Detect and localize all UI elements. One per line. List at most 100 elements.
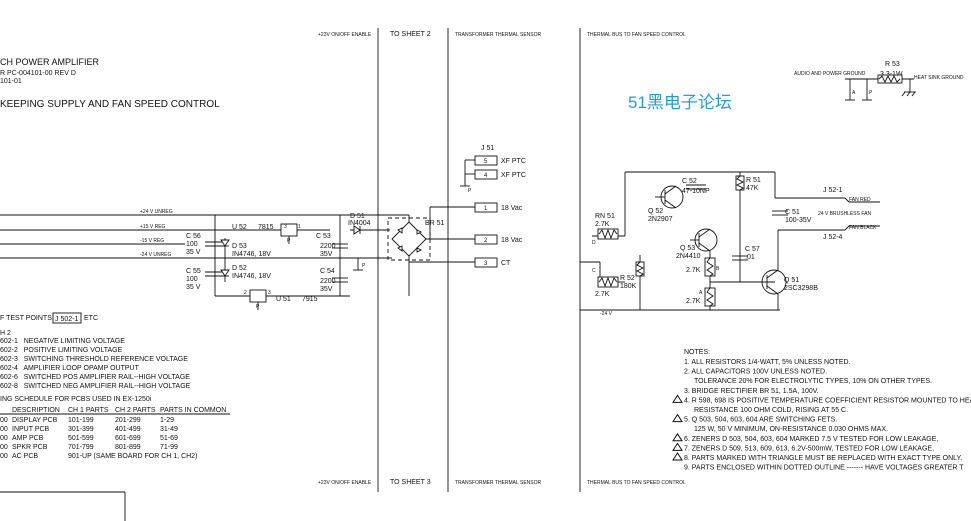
test-point-item: 602-3 SWITCHING THRESHOLD REFERENCE VOLT… bbox=[0, 356, 188, 363]
rail-p24-label: +24 V UNREG bbox=[140, 209, 173, 215]
rn51-value: 2.7K bbox=[595, 221, 610, 228]
bulk-caps: C 53 2200 35V C 54 2200 35V P bbox=[316, 215, 366, 296]
j51-pin4: 4 bbox=[484, 173, 488, 179]
fan-red-label: FAN RED bbox=[849, 197, 871, 203]
rail-m24-right-label: -24 V bbox=[600, 311, 613, 317]
rc-value: 2.7K bbox=[595, 291, 610, 298]
rn51-pin-d: D bbox=[592, 240, 596, 246]
numbering-cell: 801-899 bbox=[115, 444, 141, 451]
u51-pin-p: P bbox=[256, 304, 260, 310]
notes: NOTES: bbox=[684, 349, 710, 356]
rail-m15-label: -15 V REG bbox=[140, 238, 164, 244]
note-item: TOLERANCE 20% FOR ELECTROLYTIC TYPES, 10… bbox=[694, 378, 932, 385]
ground-reference: R 53 3.3-1W AUDIO AND POWER GROUND HEAT … bbox=[794, 61, 964, 101]
c54-value: 2200 bbox=[320, 278, 336, 285]
top-enable-label: +23V ON/OFF ENABLE bbox=[318, 32, 372, 38]
gnd-p-label: P bbox=[362, 263, 366, 269]
audio-ground-label: AUDIO AND POWER GROUND bbox=[794, 71, 866, 77]
bridge-br51: BR 51 bbox=[350, 206, 475, 296]
br51-label: BR 51 bbox=[425, 220, 445, 227]
warning-triangle-icon bbox=[672, 452, 683, 461]
input-filter-caps: C 56 100 35 V C 55 100 35 V D 53 IN4746,… bbox=[186, 215, 271, 296]
q51-part: 2SC3298B bbox=[784, 285, 818, 292]
r53-value: 3.3-1W bbox=[880, 71, 903, 78]
test-point-item: 602-2 POSITIVE LIMITING VOLTAGE bbox=[0, 347, 123, 354]
brushless-label: 24 V BRUSHLESS FAN bbox=[818, 211, 871, 217]
numbering-cell: 101-199 bbox=[68, 417, 94, 424]
notes-items: 1. ALL RESISTORS 1/4-WATT, 5% UNLESS NOT… bbox=[672, 359, 971, 472]
numbering-cell: 00 bbox=[0, 426, 8, 433]
c56-label: C 56 bbox=[186, 233, 201, 240]
numbering-header-description: DESCRIPTION bbox=[12, 407, 60, 414]
note-item: 7. ZENERS D 509, 513, 609, 613, 6.2V-500… bbox=[684, 445, 934, 452]
fan-black-label: FAN BLACK bbox=[849, 225, 877, 231]
c52-value: 47-10NP bbox=[682, 188, 710, 195]
numbering-cell: 201-299 bbox=[115, 417, 141, 424]
numbering-cell: 00 bbox=[0, 435, 8, 442]
test-points-label: F TEST POINTS bbox=[0, 315, 52, 322]
numbering-cell: 71-99 bbox=[160, 444, 178, 451]
connector-j51: J 51 5 4 1 2 3 XF PTC XF PTC 18 Vac 18 V… bbox=[460, 145, 526, 268]
c53-volts: 35V bbox=[320, 251, 333, 258]
top-xfmr-label: TRANSFORMER THERMAL SENSOR bbox=[455, 32, 542, 38]
c55-value: 100 bbox=[186, 276, 198, 283]
rb-value: 2.7K bbox=[686, 267, 701, 274]
fan-control: RN 51 2.7K D C 2.7K R 52 180K Q 52 2N290… bbox=[580, 171, 880, 317]
numbering-header-common: PARTS IN COMMON bbox=[160, 407, 226, 414]
r52-value: 180K bbox=[620, 283, 637, 290]
numbering-cell: 00 bbox=[0, 417, 8, 424]
bottom-bus-label: THERMAL BUS TO FAN SPEED CONTROL bbox=[587, 480, 686, 486]
bottom-labels: +23V ON/OFF ENABLE TO SHEET 3 TRANSFORME… bbox=[318, 479, 686, 486]
j51-pin2: 2 bbox=[484, 238, 488, 244]
numbering-cell: 601-699 bbox=[115, 435, 141, 442]
numbering-cell: AC PCB bbox=[12, 453, 38, 460]
numbering-title: ING SCHEDULE FOR PCBS USED IN EX-1250i bbox=[0, 396, 152, 403]
numbering-cell: INPUT PCB bbox=[12, 426, 50, 433]
numbering-cell: 701-799 bbox=[68, 444, 94, 451]
ct-label: CT bbox=[501, 260, 511, 267]
numbering-cell: 401-499 bbox=[115, 426, 141, 433]
title-line-3: 101-01 bbox=[0, 78, 22, 85]
warning-triangle-icon bbox=[672, 394, 683, 403]
j51-gnd-p: P bbox=[468, 188, 472, 194]
d52-part: IN4746, 18V bbox=[232, 273, 271, 280]
power-rails: +24 V UNREG +15 V REG -15 V REG -24 V UN… bbox=[0, 209, 350, 259]
sheet-dividers bbox=[0, 28, 581, 521]
notes-title: NOTES: bbox=[684, 349, 710, 356]
u52-pin1: 1 bbox=[298, 224, 301, 230]
test-point-item: 602-6 SWITCHED POS AMPLIFIER RAIL--HIGH … bbox=[0, 374, 190, 381]
note-item: RESISTANCE 100 OHM COLD, RISING AT 55 C. bbox=[694, 407, 848, 414]
c54-label: C 54 bbox=[320, 268, 335, 275]
d52-label: D 52 bbox=[232, 265, 247, 272]
u51-part: 7915 bbox=[302, 296, 318, 303]
numbering-cell: 301-399 bbox=[68, 426, 94, 433]
j52-1-label: J 52-1 bbox=[823, 187, 843, 194]
regulator-u52: U 52 7815 3 1 P bbox=[232, 223, 330, 244]
title-line-1: CH POWER AMPLIFIER bbox=[0, 57, 100, 67]
top-bus-label: THERMAL BUS TO FAN SPEED CONTROL bbox=[587, 32, 686, 38]
warning-triangle-icon bbox=[672, 442, 683, 451]
u52-label: U 52 bbox=[232, 224, 247, 231]
d51-part: IN4004 bbox=[348, 220, 371, 227]
note-item: 5. Q 503, 504, 603, 604 ARE SWITCHING FE… bbox=[684, 417, 837, 424]
top-labels: +23V ON/OFF ENABLE TO SHEET 2 TRANSFORME… bbox=[318, 31, 686, 38]
test-points-etc: ETC bbox=[84, 315, 98, 322]
title-line-4: KEEPING SUPPLY AND FAN SPEED CONTROL bbox=[0, 99, 220, 110]
bottom-to-sheet-label: TO SHEET 3 bbox=[390, 479, 431, 486]
xfptc-label-1: XF PTC bbox=[501, 158, 526, 165]
d51-label: D 51 bbox=[350, 213, 365, 220]
rb-pin-b: B bbox=[716, 266, 720, 272]
j51-pin3: 3 bbox=[484, 261, 488, 267]
top-to-sheet-label: TO SHEET 2 bbox=[390, 31, 431, 38]
title-line-2: R PC-004101-00 REV D bbox=[0, 70, 76, 77]
c56-volts: 35 V bbox=[186, 249, 201, 256]
numbering-header-ch1: CH 1 PARTS bbox=[68, 407, 109, 414]
test-point-item: 602-4 AMPLIFIER LOOP OPAMP OUTPUT bbox=[0, 365, 140, 372]
c51-label: C 51 bbox=[785, 209, 800, 216]
numbering-schedule: ING SCHEDULE FOR PCBS USED IN EX-1250i D… bbox=[0, 396, 230, 415]
warning-triangle-icon bbox=[672, 432, 683, 442]
q51-label: Q 51 bbox=[784, 277, 799, 284]
numbering-cell: SPKR PCB bbox=[12, 444, 48, 451]
ground-a-label: A bbox=[852, 90, 856, 96]
u51-label: U 51 bbox=[276, 296, 291, 303]
